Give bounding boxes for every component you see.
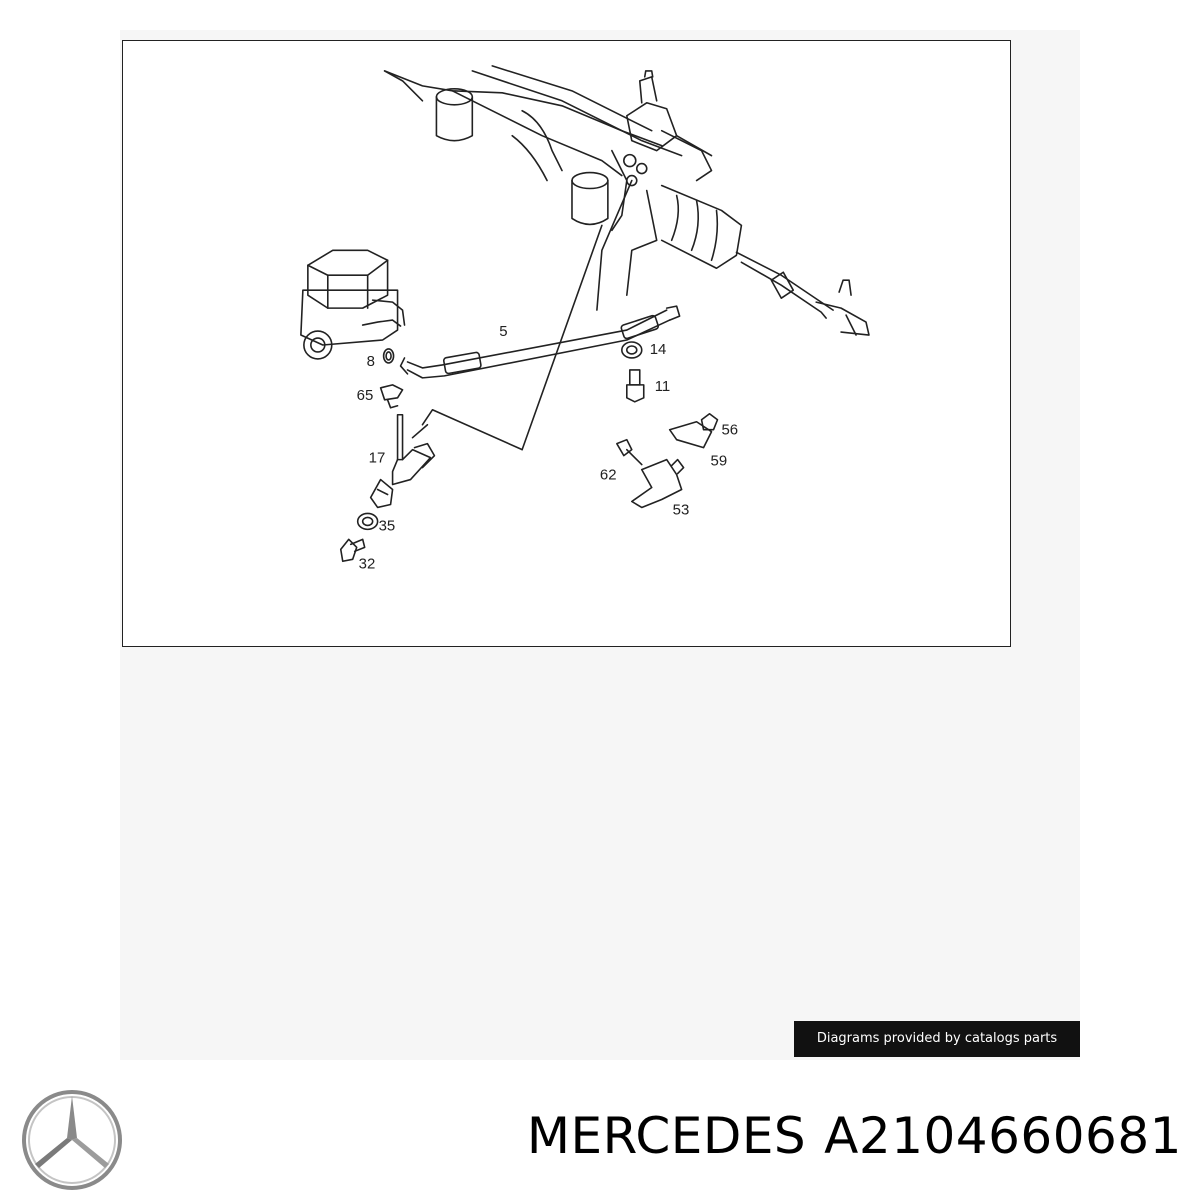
callout-labels: 5 14 11 8 65 17 35 32 56 59 62 53: [357, 323, 738, 572]
callout-5: 5: [499, 323, 507, 340]
hose-5: [399, 305, 681, 379]
callout-59: 59: [711, 453, 728, 470]
power-steering-pump: [300, 249, 406, 360]
callout-53: 53: [673, 501, 690, 518]
steering-rack: [383, 65, 870, 336]
steering-hose-diagram: 5 14 11 8 65 17 35 32 56 59 62 53: [300, 65, 870, 572]
callout-17: 17: [369, 450, 386, 467]
brand-name: MERCEDES: [526, 1107, 807, 1165]
parts-diagram: 5 14 11 8 65 17 35 32 56 59 62 53: [122, 40, 1011, 647]
leader-lines: [411, 179, 658, 451]
fittings-right: [616, 341, 719, 509]
part-number: A2104660681: [824, 1107, 1182, 1165]
callout-8: 8: [367, 353, 375, 370]
callout-62: 62: [600, 467, 617, 484]
callout-56: 56: [721, 422, 738, 439]
part-caption: MERCEDES A2104660681: [527, 1104, 1182, 1168]
callout-35: 35: [379, 517, 396, 534]
diagram-credit-badge: Diagrams provided by catalogs parts: [794, 1021, 1080, 1057]
callout-65: 65: [357, 387, 374, 404]
fittings-left: [339, 348, 436, 563]
callout-32: 32: [359, 555, 376, 572]
callout-11: 11: [655, 378, 671, 395]
callout-14: 14: [650, 341, 667, 358]
mercedes-star-icon: [20, 1088, 124, 1192]
